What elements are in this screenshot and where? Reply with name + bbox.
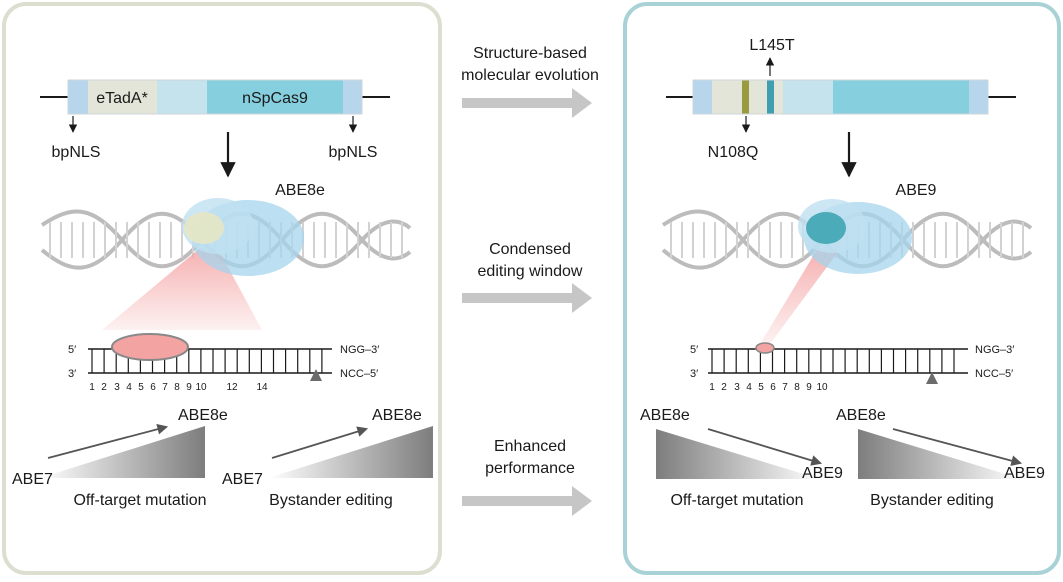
trend1-caption-right: Off-target mutation — [670, 492, 803, 509]
protospacer-position-label: 6 — [770, 382, 776, 393]
protospacer-position-label: 7 — [782, 382, 788, 393]
linker-segment — [157, 80, 207, 114]
trend1-from-right: ABE8e — [640, 407, 690, 424]
protospacer-position-label: 4 — [126, 382, 132, 393]
trend2-to-left: ABE8e — [372, 407, 422, 424]
tada-domain-abe8e — [184, 212, 224, 244]
strand-5prime-left: 5′ — [68, 344, 76, 356]
middle-step-1: Structure-based molecular evolution — [461, 45, 599, 118]
protospacer-position-label: 5 — [138, 382, 144, 393]
abe8e-label: ABE8e — [275, 182, 325, 199]
protospacer-position-label: 14 — [256, 382, 268, 393]
trend2-caption-left: Bystander editing — [269, 492, 393, 509]
strand-3prime-left: 3′ — [68, 368, 76, 380]
editing-window-highlight-right — [755, 342, 775, 354]
strand-ncc-right: NCC–5′ — [975, 368, 1013, 380]
cas9-segment — [207, 80, 343, 114]
mutation-top-label: L145T — [749, 37, 795, 54]
protospacer-position-label: 4 — [746, 382, 752, 393]
trend1-from-left: ABE7 — [12, 471, 53, 488]
protospacer-position-label: 3 — [114, 382, 120, 393]
mutation-l145t-band — [767, 80, 774, 114]
trend-off-target-right: ABE8e ABE9 Off-target mutation — [640, 407, 843, 509]
strand-ngg-right: NGG–3′ — [975, 344, 1014, 356]
nls-right-label: bpNLS — [329, 144, 378, 161]
abe9-label: ABE9 — [896, 182, 937, 199]
mutation-n108q-band — [742, 80, 749, 114]
trend2-from-left: ABE7 — [222, 471, 263, 488]
protospacer-position-label: 1 — [89, 382, 95, 393]
editing-focus-cone-right — [760, 248, 838, 344]
step1-line2: molecular evolution — [461, 67, 599, 84]
strand-ncc-left: NCC–5′ — [340, 368, 378, 380]
protospacer-position-label: 5 — [758, 382, 764, 393]
strand-3prime-right: 3′ — [690, 368, 698, 380]
mutation-bottom-label: N108Q — [708, 144, 759, 161]
abe8e-editor-dna: ABE8e — [40, 182, 412, 330]
tada-segment — [88, 80, 157, 114]
step2-line1: Condensed — [489, 241, 571, 258]
middle-step-2: Condensed editing window — [462, 241, 592, 313]
protospacer-position-label: 12 — [226, 382, 238, 393]
protospacer-position-label: 2 — [721, 382, 727, 393]
middle-step-3: Enhanced performance — [462, 438, 592, 516]
trend2-from-right: ABE8e — [836, 407, 886, 424]
step3-line2: performance — [485, 460, 575, 477]
trend2-caption-right: Bystander editing — [870, 492, 994, 509]
protospacer-position-label: 8 — [174, 382, 180, 393]
cas9-label: nSpCas9 — [242, 90, 308, 107]
tada-domain-abe9 — [806, 212, 846, 244]
pam-marker-right — [926, 372, 938, 384]
trend1-caption-left: Off-target mutation — [73, 492, 206, 509]
protospacer-position-label: 2 — [101, 382, 107, 393]
protospacer-position-label: 9 — [806, 382, 812, 393]
strand-5prime-right: 5′ — [690, 344, 698, 356]
tada-label: eTadA* — [96, 90, 148, 107]
pam-marker-left — [310, 369, 322, 381]
step3-line1: Enhanced — [494, 438, 566, 455]
strand-ngg-left: NGG–3′ — [340, 344, 379, 356]
step1-line1: Structure-based — [473, 45, 587, 62]
protospacer-position-label: 8 — [794, 382, 800, 393]
step3-arrow — [462, 486, 592, 516]
abe9-construct: L145T N108Q — [666, 37, 1016, 178]
trend2-to-right: ABE9 — [1004, 465, 1045, 482]
step2-arrow — [462, 283, 592, 313]
protospacer-position-label: 7 — [162, 382, 168, 393]
step1-arrow — [462, 88, 592, 118]
protospacer-position-label: 3 — [734, 382, 740, 393]
protospacer-position-label: 6 — [150, 382, 156, 393]
abe9-editor-dna: ABE9 — [661, 182, 1033, 344]
protospacer-position-label: 9 — [186, 382, 192, 393]
nls-left-segment — [68, 80, 88, 114]
step2-line2: editing window — [478, 263, 583, 280]
trend-bystander-right: ABE8e ABE9 Bystander editing — [836, 407, 1045, 509]
editing-window-highlight-left — [111, 333, 189, 361]
protospacer-position-label: 10 — [195, 382, 207, 393]
nls-right-segment — [343, 80, 362, 114]
protospacer-position-label: 1 — [709, 382, 715, 393]
trend-off-target-left: ABE7 ABE8e Off-target mutation — [12, 407, 228, 509]
abe8e-construct: eTadA* nSpCas9 bpNLS bpNLS — [40, 79, 390, 178]
trend1-to-right: ABE9 — [802, 465, 843, 482]
trend-bystander-left: ABE7 ABE8e Bystander editing — [222, 407, 433, 509]
right-panel — [623, 2, 1061, 575]
protospacer-position-label: 10 — [816, 382, 828, 393]
trend1-to-left: ABE8e — [178, 407, 228, 424]
nls-left-label: bpNLS — [52, 144, 101, 161]
